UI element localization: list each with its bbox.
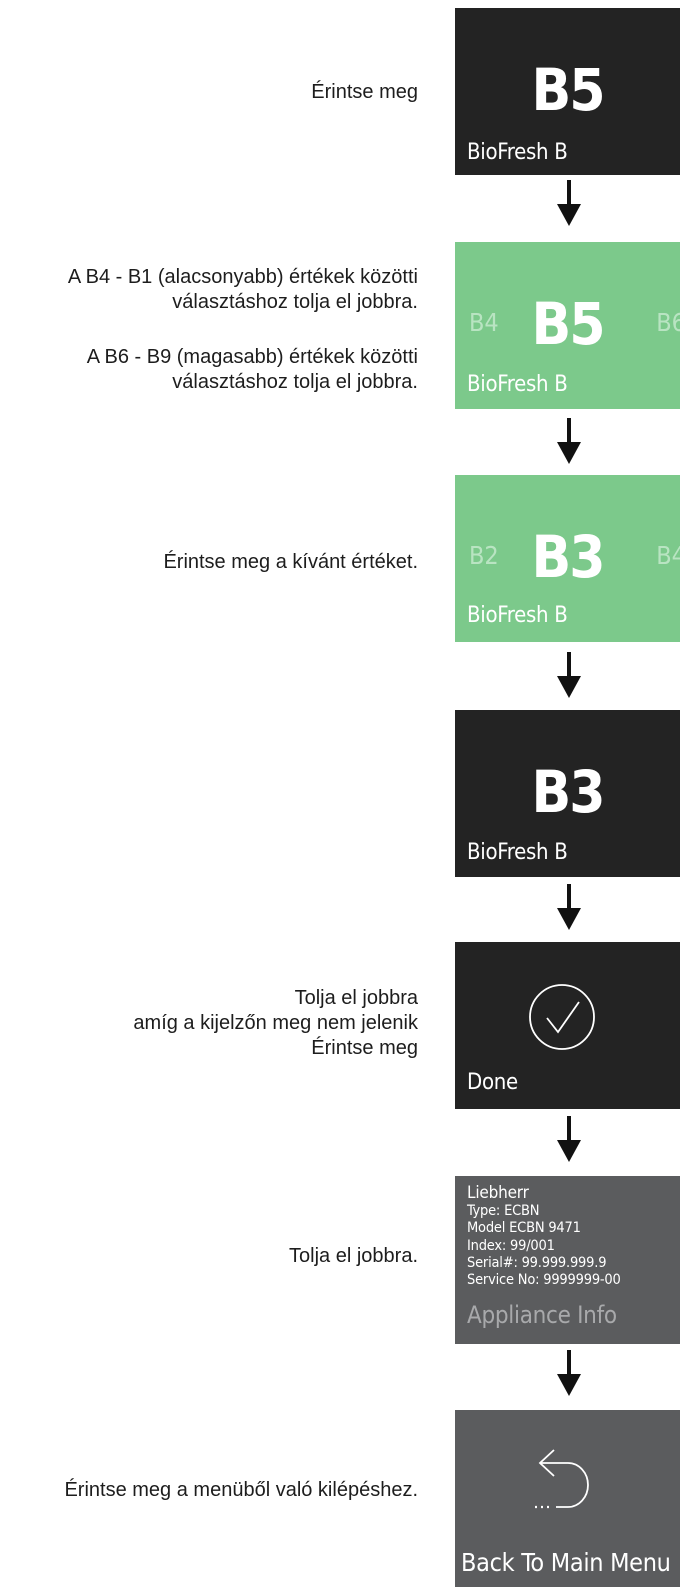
instruction-line: Érintse meg a menüből való kilépéshez. bbox=[64, 1479, 418, 1501]
instruction-step-2: A B4 - B1 (alacsonyabb) értékek közötti … bbox=[68, 265, 418, 315]
panel-label: BioFresh B bbox=[467, 603, 568, 628]
down-arrow-icon bbox=[557, 418, 581, 464]
panel-label: Back To Main Menu bbox=[461, 1548, 671, 1577]
setting-value: B5 bbox=[531, 56, 605, 124]
instruction-step-7: Érintse meg a menüből való kilépéshez. bbox=[64, 1478, 418, 1503]
instruction-line: Érintse meg a kívánt értéket. bbox=[163, 551, 418, 573]
appliance-info-list: Liebherr Type: ECBN Model ECBN 9471 Inde… bbox=[467, 1184, 621, 1289]
instruction-line: Érintse meg bbox=[311, 81, 418, 103]
display-panel-back[interactable]: Back To Main Menu bbox=[455, 1410, 680, 1587]
instruction-step-6: Tolja el jobbra. bbox=[289, 1244, 418, 1269]
down-arrow-icon bbox=[557, 180, 581, 226]
display-panel-scroll-b5[interactable]: B4 B5 B6 BioFresh B bbox=[455, 242, 680, 409]
down-arrow-icon bbox=[557, 884, 581, 930]
down-arrow-icon bbox=[557, 652, 581, 698]
instruction-line: Tolja el jobbra. bbox=[289, 1245, 418, 1267]
instruction-line: választáshoz tolja el jobbra. bbox=[172, 290, 418, 313]
setting-value[interactable]: B3 bbox=[531, 523, 605, 591]
instruction-step-2b: A B6 - B9 (magasabb) értékek közötti vál… bbox=[87, 345, 418, 395]
instruction-step-1: Érintse meg bbox=[311, 80, 418, 105]
display-panel-done[interactable]: Done bbox=[455, 942, 680, 1109]
instruction-line: Tolja el jobbra bbox=[294, 987, 418, 1009]
display-panel-b3[interactable]: B3 BioFresh B bbox=[455, 710, 680, 877]
down-arrow-icon bbox=[557, 1350, 581, 1396]
display-panel-b5[interactable]: B5 BioFresh B bbox=[455, 8, 680, 175]
panel-label: BioFresh B bbox=[467, 140, 568, 165]
setting-value: B3 bbox=[531, 758, 605, 826]
info-type: Type: ECBN bbox=[467, 1203, 540, 1219]
instruction-line: A B6 - B9 (magasabb) értékek közötti bbox=[86, 346, 418, 368]
down-arrow-icon bbox=[557, 1116, 581, 1162]
instruction-line: választáshoz tolja el jobbra. bbox=[172, 370, 418, 393]
instruction-line: Érintse meg bbox=[311, 1036, 418, 1059]
info-serial: Serial#: 99.999.999.9 bbox=[467, 1254, 607, 1271]
instruction-line: amíg a kijelzőn meg nem jelenik bbox=[133, 1011, 418, 1034]
higher-value[interactable]: B4 bbox=[656, 541, 680, 570]
higher-value[interactable]: B6 bbox=[656, 308, 680, 337]
lower-value[interactable]: B2 bbox=[469, 541, 499, 570]
lower-value[interactable]: B4 bbox=[469, 308, 499, 337]
panel-label: Done bbox=[467, 1070, 518, 1095]
panel-label: BioFresh B bbox=[467, 372, 568, 397]
instruction-step-5: Tolja el jobbra amíg a kijelzőn meg nem … bbox=[133, 986, 418, 1060]
info-brand: Liebherr bbox=[467, 1183, 529, 1203]
back-arrow-icon bbox=[530, 1445, 600, 1529]
instruction-line: A B4 - B1 (alacsonyabb) értékek közötti bbox=[67, 266, 418, 288]
checkmark-circle-icon bbox=[527, 982, 597, 1056]
info-service-no: Service No: 9999999-00 bbox=[467, 1272, 621, 1289]
info-model: Model ECBN 9471 bbox=[467, 1220, 581, 1237]
panel-label: BioFresh B bbox=[467, 840, 568, 865]
display-panel-appliance-info[interactable]: Liebherr Type: ECBN Model ECBN 9471 Inde… bbox=[455, 1176, 680, 1344]
info-index: Index: 99/001 bbox=[467, 1237, 555, 1254]
display-panel-scroll-b3[interactable]: B2 B3 B4 BioFresh B bbox=[455, 475, 680, 642]
setting-value: B5 bbox=[531, 290, 605, 358]
panel-label: Appliance Info bbox=[467, 1301, 617, 1329]
instruction-step-3: Érintse meg a kívánt értéket. bbox=[163, 550, 418, 575]
